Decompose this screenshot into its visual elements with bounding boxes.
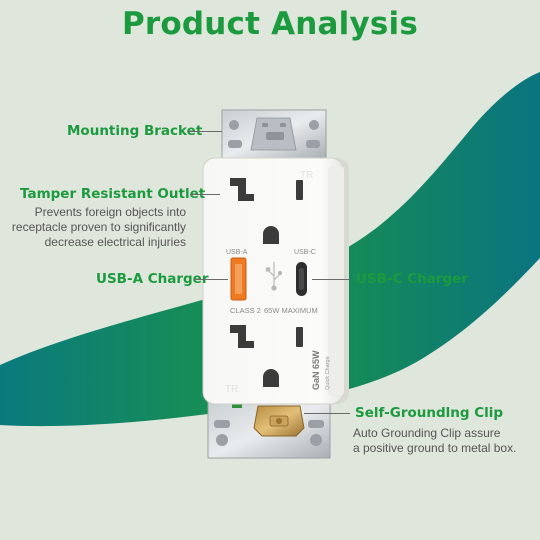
tamper-resistant-description-line: decrease electrical injuries	[44, 235, 186, 249]
top-receptacle	[230, 178, 303, 244]
top-neutral-slot	[230, 178, 254, 201]
top-mounting-bracket	[221, 109, 327, 159]
gan-label: GaN 65W	[311, 350, 321, 390]
quick-charge-label: Quick Charge	[325, 356, 331, 390]
usb-a-charger-label: USB-A Charger	[96, 271, 209, 287]
tamper-resistant-description: Prevents foreign objects into receptacle…	[0, 205, 186, 250]
tr-mark-top: TR	[300, 170, 313, 181]
bottom-hot-slot	[296, 327, 303, 347]
bottom-neutral-slot	[230, 325, 254, 348]
rating-label: 65W MAXIMUM	[264, 306, 318, 315]
mounting-bracket-label: Mounting Bracket	[67, 123, 203, 139]
bottom-receptacle	[230, 325, 303, 387]
tamper-resistant-description-line: receptacle proven to significantly	[11, 220, 186, 234]
grounding-clip-leader-line	[304, 413, 350, 414]
usb-symbol-icon	[265, 262, 283, 291]
tamper-resistant-leader-line	[190, 194, 220, 195]
usb-c-leader-line	[312, 279, 350, 280]
top-ground-hole	[263, 226, 279, 244]
grounding-clip	[253, 405, 305, 437]
usb-a-leader-line	[194, 279, 228, 280]
tamper-resistant-label: Tamper Resistant Outlet	[20, 186, 206, 202]
mounting-bracket-leader-line	[188, 131, 222, 132]
top-hot-slot	[296, 180, 303, 200]
grounding-clip-description: Auto Grounding Clip assure a positive gr…	[353, 426, 516, 456]
usb-c-charger-label: USB-C Charger	[356, 271, 468, 287]
usb-panel: USB-A USB-C CLASS 2 65W MAXIMUM	[226, 249, 318, 315]
page-title: Product Analysis	[121, 6, 419, 42]
bottom-ground-hole	[263, 369, 279, 387]
grounding-clip-label: Self-Groundlng Clip	[355, 405, 504, 421]
grounding-clip-description-line: a positive ground to metal box.	[353, 441, 517, 455]
grounding-clip-description-line: Auto Grounding Clip assure	[353, 426, 501, 440]
usb-a-port-label: USB-A	[226, 249, 248, 256]
usb-c-port-label: USB-C	[294, 249, 316, 256]
tr-mark-bottom: TR	[225, 384, 238, 395]
tamper-resistant-description-line: Prevents foreign objects into	[34, 205, 186, 219]
class-label: CLASS 2	[230, 306, 261, 315]
